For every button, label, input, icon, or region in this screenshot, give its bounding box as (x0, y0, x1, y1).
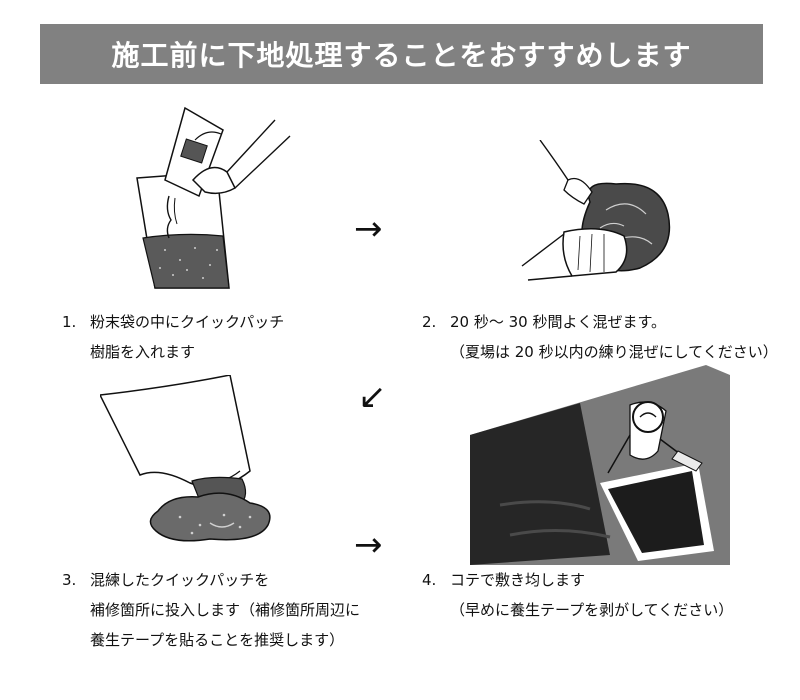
step3-caption: 3. 混練したクイックパッチを 補修箇所に投入します（補修箇所周辺に 養生テープを… (62, 565, 360, 655)
caption-line: コテで敷き均します (450, 571, 586, 589)
step4-caption: 4. コテで敷き均します （早めに養生テープを剥がしてください） (422, 565, 733, 625)
arrow-right-top: → (354, 209, 383, 249)
step-number: 4. (422, 571, 437, 589)
step2-caption: 2. 20 秒～ 30 秒間よく混ぜます。 （夏場は 20 秒以内の練り混ぜにして… (422, 307, 778, 367)
arrow-right-bottom: → (354, 525, 383, 565)
step-number: 1. (62, 313, 77, 331)
caption-line: 混練したクイックパッチを (90, 571, 270, 589)
step3-illustration (100, 375, 271, 542)
caption-line: 粉末袋の中にクイックパッチ (90, 313, 285, 331)
caption-line: （早めに養生テープを剥がしてください） (450, 601, 734, 619)
step4-illustration (470, 365, 730, 565)
step-number: 3. (62, 571, 77, 589)
page-title: 施工前に下地処理することをおすすめします (111, 39, 692, 72)
step2-illustration (521, 140, 671, 281)
caption-line: 樹脂を入れます (90, 343, 196, 361)
step-number: 2. (422, 313, 437, 331)
caption-line: 養生テープを貼ることを推奨します） (90, 631, 345, 649)
arrow-down-left: ↙ (358, 377, 387, 417)
step1-illustration (136, 106, 291, 289)
caption-line: 補修箇所に投入します（補修箇所周辺に (90, 601, 361, 619)
caption-line: （夏場は 20 秒以内の練り混ぜにしてください） (450, 343, 778, 361)
caption-line: 20 秒～ 30 秒間よく混ぜます。 (450, 313, 666, 331)
header-banner: 施工前に下地処理することをおすすめします (40, 24, 763, 84)
step1-caption: 1. 粉末袋の中にクイックパッチ 樹脂を入れます (62, 307, 284, 367)
